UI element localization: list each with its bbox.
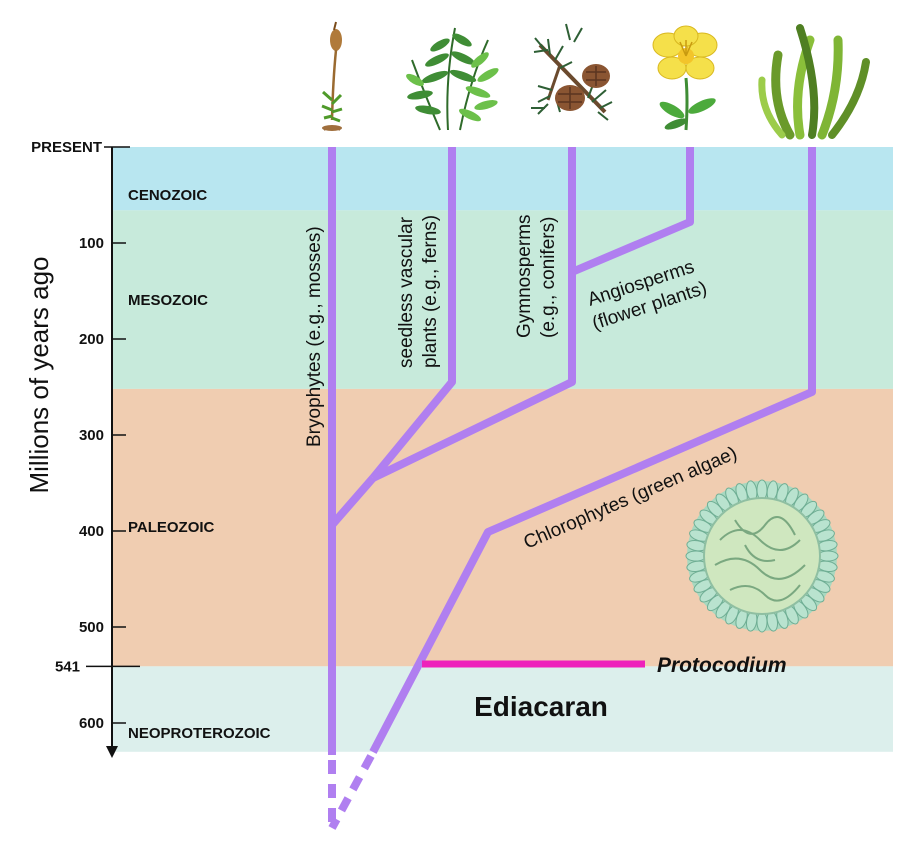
branch-chlorophytes-ancestral-dashed xyxy=(328,754,375,830)
branch-ferns xyxy=(369,147,456,481)
branch-vascular-stem xyxy=(328,475,377,528)
axis-tick-label-200: 200 xyxy=(79,331,104,348)
protocodium-cell-icon xyxy=(685,479,839,633)
branch-angiosperms xyxy=(570,147,694,276)
axis-tick-label-600: 600 xyxy=(79,715,104,732)
axis-tick-label-100: 100 xyxy=(79,235,104,252)
branch-chlorophytes xyxy=(369,147,816,754)
axis-arrow xyxy=(106,746,118,758)
label-ferns-line2: plants (e.g., ferns) xyxy=(420,215,441,368)
era-label-paleozoic: PALEOZOIC xyxy=(128,519,215,536)
era-band-cenozoic xyxy=(112,147,893,211)
label-ferns-line1: seedless vascular xyxy=(396,216,417,368)
label-ferns: seedless vascular plants (e.g., ferns) xyxy=(396,215,441,368)
protocodium-label: Protocodium xyxy=(657,654,787,677)
axis-tick-label-present: PRESENT xyxy=(31,139,102,156)
axis-title: Millions of years ago xyxy=(24,257,54,494)
period-label-ediacaran: Ediacaran xyxy=(474,691,608,722)
label-gymnosperms: Gymnosperms (e.g., conifers) xyxy=(514,214,559,338)
flower-icon xyxy=(652,25,718,131)
era-band-mesozoic xyxy=(112,210,893,389)
era-label-cenozoic: CENOZOIC xyxy=(128,187,207,204)
fern-icon xyxy=(406,27,499,131)
axis-tick-label-300: 300 xyxy=(79,427,104,444)
label-bryophytes: Bryophytes (e.g., mosses) xyxy=(304,226,325,447)
phylogeny-branches xyxy=(328,147,816,830)
algae-icon xyxy=(758,24,870,140)
era-band-neoproterozoic xyxy=(112,666,893,752)
time-axis: PRESENT 100 200 300 400 500 541 600 xyxy=(31,139,140,758)
axis-tick-label-500: 500 xyxy=(79,619,104,636)
era-label-neoproterozoic: NEOPROTEROZOIC xyxy=(128,725,271,742)
label-gymnosperms-line1: Gymnosperms xyxy=(514,214,535,338)
branch-seed-plants xyxy=(371,147,576,482)
conifer-icon xyxy=(531,23,613,121)
axis-tick-label-400: 400 xyxy=(79,523,104,540)
label-gymnosperms-line2: (e.g., conifers) xyxy=(538,217,559,338)
axis-tick-label-541: 541 xyxy=(55,658,80,675)
moss-icon xyxy=(321,21,343,131)
era-label-mesozoic: MESOZOIC xyxy=(128,292,208,309)
